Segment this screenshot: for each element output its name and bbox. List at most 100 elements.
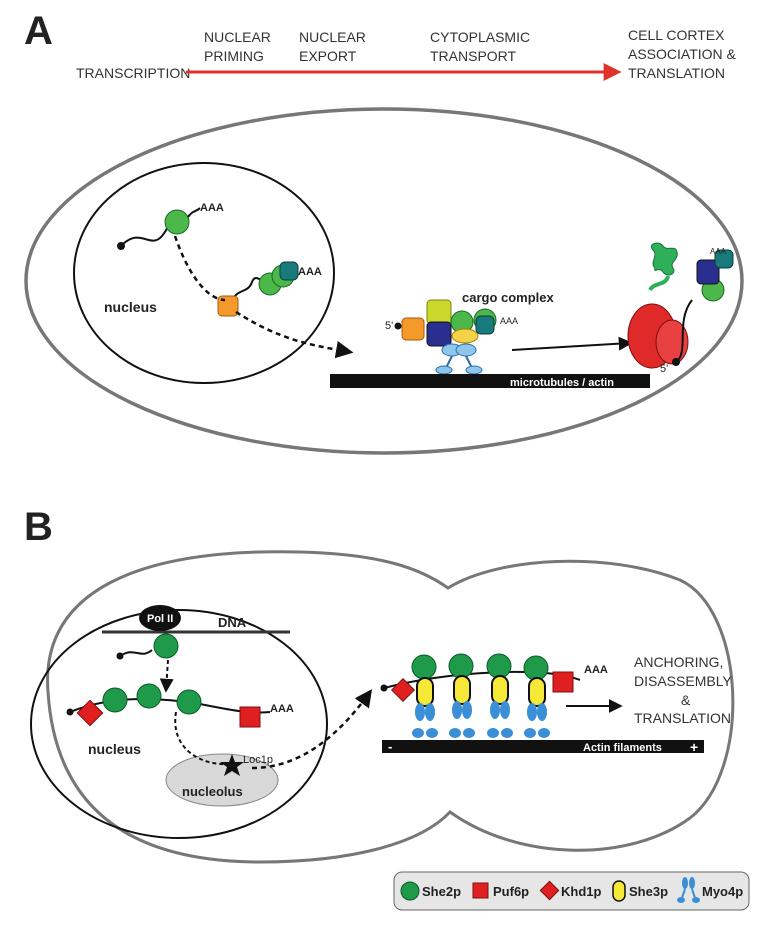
outcome-4: TRANSLATION	[634, 710, 731, 726]
dna-label: DNA	[218, 615, 247, 630]
aaa-label-4: AAA	[710, 247, 727, 256]
she-complex-4	[523, 655, 550, 738]
myo4p-head	[462, 701, 472, 719]
khd1p-node	[390, 677, 416, 703]
actin-label: Actin filaments	[583, 742, 662, 754]
mrna-cap	[394, 322, 402, 330]
yellow-green-protein	[426, 299, 452, 325]
loc1p-label: Loc1p	[243, 754, 273, 766]
actin-track	[382, 740, 704, 753]
she2p-node	[486, 653, 512, 679]
cell-outline-a	[24, 107, 744, 455]
pol-ii-label: Pol II	[147, 613, 173, 625]
aaa-label-b2: AAA	[584, 664, 608, 676]
myo4p-head	[500, 701, 510, 719]
legend-she2p: She2p	[422, 884, 461, 899]
mrna-cap	[66, 708, 74, 716]
motor-head	[455, 343, 477, 357]
export-dash-2	[235, 310, 354, 359]
outcome-2: DISASSEMBLY	[634, 673, 732, 689]
orange-protein	[401, 317, 425, 341]
she2p-node	[153, 633, 179, 659]
microtubule-track	[330, 374, 650, 388]
myo4p-foot	[426, 728, 438, 738]
stage-cortex-2: ASSOCIATION &	[628, 46, 737, 62]
aaa-label-b1: AAA	[270, 703, 294, 715]
myo4p-foot	[524, 728, 536, 738]
nascent-peptide	[650, 242, 678, 276]
outcome-3: &	[681, 692, 691, 708]
pol-ii	[139, 605, 181, 631]
nucleolus	[165, 753, 279, 807]
she-complex-3	[486, 653, 513, 738]
mrna-tail	[187, 207, 201, 218]
myo4p-head	[415, 703, 425, 721]
stage-nuclear-priming-2: PRIMING	[204, 48, 264, 64]
puf6p-node	[239, 706, 261, 728]
myo4p-foot	[501, 728, 513, 738]
five-prime-1: 5'	[385, 320, 393, 332]
legend-she3p: She3p	[629, 884, 668, 899]
blue-protein	[696, 259, 720, 285]
aaa-label-1: AAA	[200, 202, 224, 214]
nascent-peptide-chain	[648, 275, 670, 292]
export-dash-1	[173, 235, 226, 302]
she2p-node	[102, 687, 128, 713]
transport-arrow	[511, 336, 633, 351]
aaa-label-3: AAA	[500, 316, 518, 326]
legend-khd1p: Khd1p	[561, 884, 602, 899]
she3p-node	[491, 675, 509, 705]
she2p-node	[176, 689, 202, 715]
mrna-cap	[117, 242, 125, 250]
dash-down-arrow	[159, 659, 174, 693]
plus-end: +	[690, 739, 698, 755]
legend-khd1p-icon	[539, 880, 560, 901]
nucleus-a	[73, 162, 335, 384]
myo4p-head	[452, 701, 462, 719]
teal-protein	[279, 261, 299, 281]
nucleus-b	[30, 609, 328, 839]
legend-puf6p-icon	[472, 882, 489, 899]
legend-she2p-icon	[400, 881, 420, 901]
stage-cortex-1: CELL CORTEX	[628, 27, 725, 43]
she-complex-2	[448, 653, 475, 738]
legend-puf6p: Puf6p	[493, 884, 529, 899]
motor-foot	[435, 365, 453, 375]
she2p-node	[448, 653, 474, 679]
stage-cortex-3: TRANSLATION	[628, 65, 725, 81]
mrna-cap	[672, 358, 680, 366]
blue-protein	[426, 321, 452, 347]
puf6p-node	[552, 671, 574, 693]
five-prime-2: 5'	[660, 363, 668, 375]
panel-a-label: A	[24, 9, 53, 53]
stage-transcription: TRANSCRIPTION	[76, 65, 190, 81]
myo4p-head	[425, 703, 435, 721]
nucleus-a-label: nucleus	[104, 299, 157, 315]
stage-cytoplasmic-1: CYTOPLASMIC	[430, 29, 530, 45]
teal-protein	[714, 249, 734, 269]
myo4p-foot	[463, 728, 475, 738]
mrna-strand-b1	[119, 649, 153, 657]
stage-cytoplasmic-2: TRANSPORT	[430, 48, 517, 64]
stage-nuclear-export-1: NUCLEAR	[299, 29, 366, 45]
outcome-1: ANCHORING,	[634, 654, 723, 670]
legend-box	[393, 871, 750, 911]
she2p-node	[164, 209, 190, 235]
mrna-cap	[116, 652, 124, 660]
budding-cell-outline	[46, 550, 735, 864]
myo4p-head	[537, 703, 547, 721]
myo4p-foot	[412, 728, 424, 738]
panel-b-label: B	[24, 505, 53, 549]
ribosome-small	[655, 319, 689, 365]
loc1p-star	[220, 754, 244, 776]
cargo-complex-label: cargo complex	[462, 290, 555, 305]
orange-protein	[217, 295, 239, 317]
minus-end: -	[388, 739, 392, 754]
she2p-node	[523, 655, 549, 681]
myo4p-head	[527, 703, 537, 721]
legend-myo4p: Myo4p	[702, 884, 743, 899]
khd1p-node	[76, 699, 104, 727]
aaa-label-2: AAA	[298, 266, 322, 278]
legend-she3p-icon	[612, 880, 626, 902]
